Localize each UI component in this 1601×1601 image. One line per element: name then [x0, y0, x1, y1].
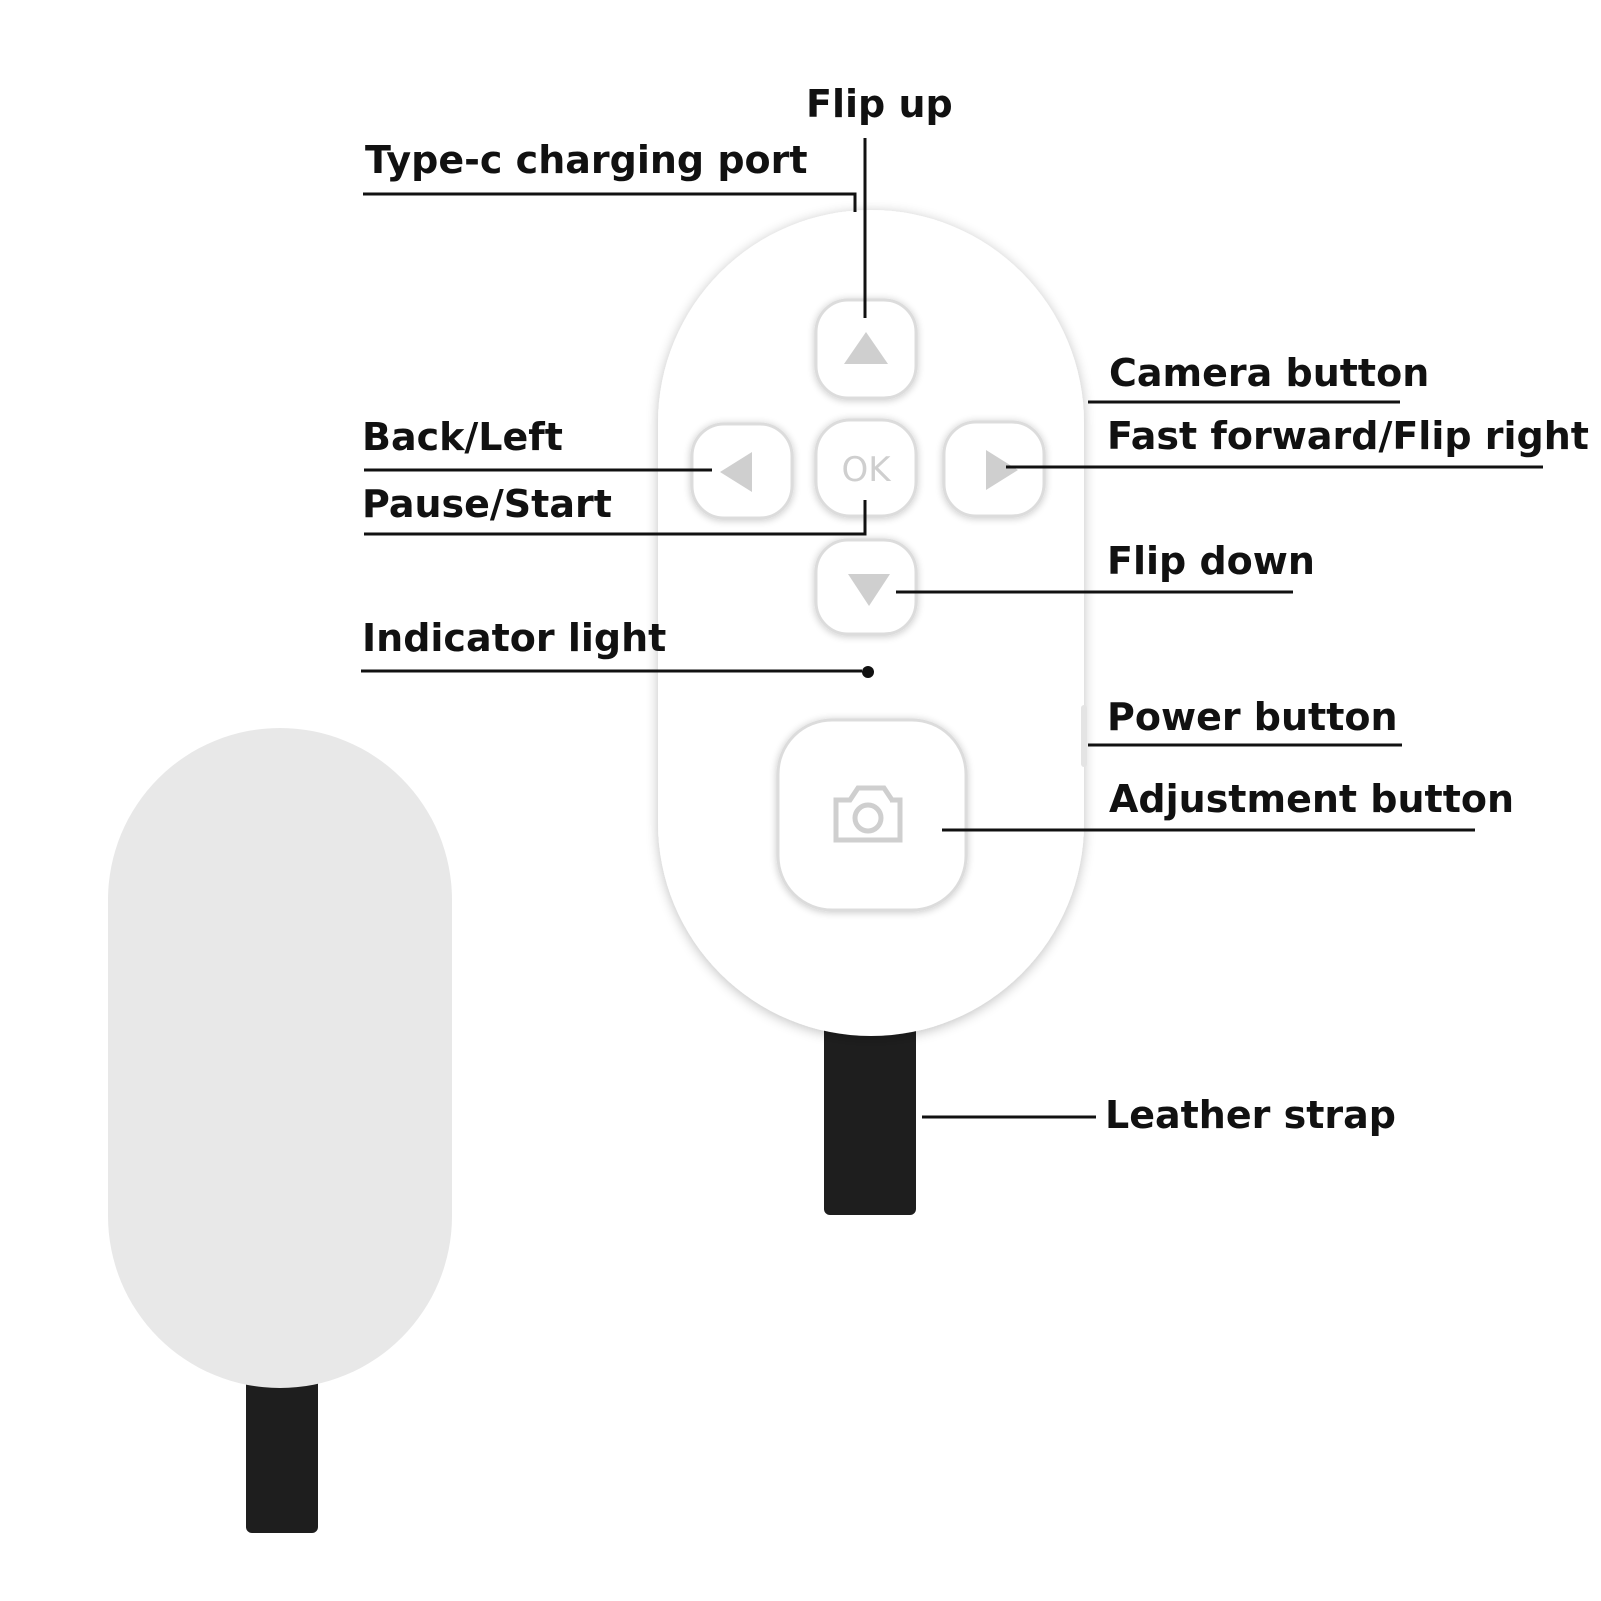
label-pause-start: Pause/Start: [362, 482, 612, 526]
triangle-up-icon: [844, 332, 888, 364]
label-type-c-port: Type-c charging port: [365, 138, 808, 182]
leader-pause-start: [364, 500, 867, 536]
back-view-body: [108, 728, 452, 1388]
label-adjustment-button: Adjustment button: [1109, 777, 1515, 821]
leather-strap: [824, 1005, 916, 1215]
label-camera-button: Camera button: [1109, 351, 1430, 395]
power-button-bump: [1081, 705, 1087, 767]
camera-icon: [833, 785, 903, 843]
triangle-right-icon: [986, 450, 1018, 490]
indicator-light: [862, 666, 874, 678]
leader-type-c-port: [363, 192, 857, 212]
leader-lines: [361, 138, 1543, 1119]
label-fast-forward: Fast forward/Flip right: [1107, 414, 1589, 458]
back-view-strap: [246, 1375, 318, 1533]
camera-button[interactable]: [776, 718, 968, 912]
triangle-down-icon: [848, 574, 890, 606]
label-leather-strap: Leather strap: [1105, 1093, 1396, 1137]
back-view-remote: [108, 728, 452, 1533]
label-power-button: Power button: [1107, 695, 1398, 739]
label-flip-up: Flip up: [806, 82, 953, 126]
front-view-remote: OK: [658, 210, 1087, 1215]
label-back-left: Back/Left: [362, 415, 563, 459]
label-indicator-light: Indicator light: [362, 616, 667, 660]
label-flip-down: Flip down: [1107, 539, 1315, 583]
ok-label: OK: [841, 450, 892, 490]
triangle-left-icon: [720, 452, 752, 492]
